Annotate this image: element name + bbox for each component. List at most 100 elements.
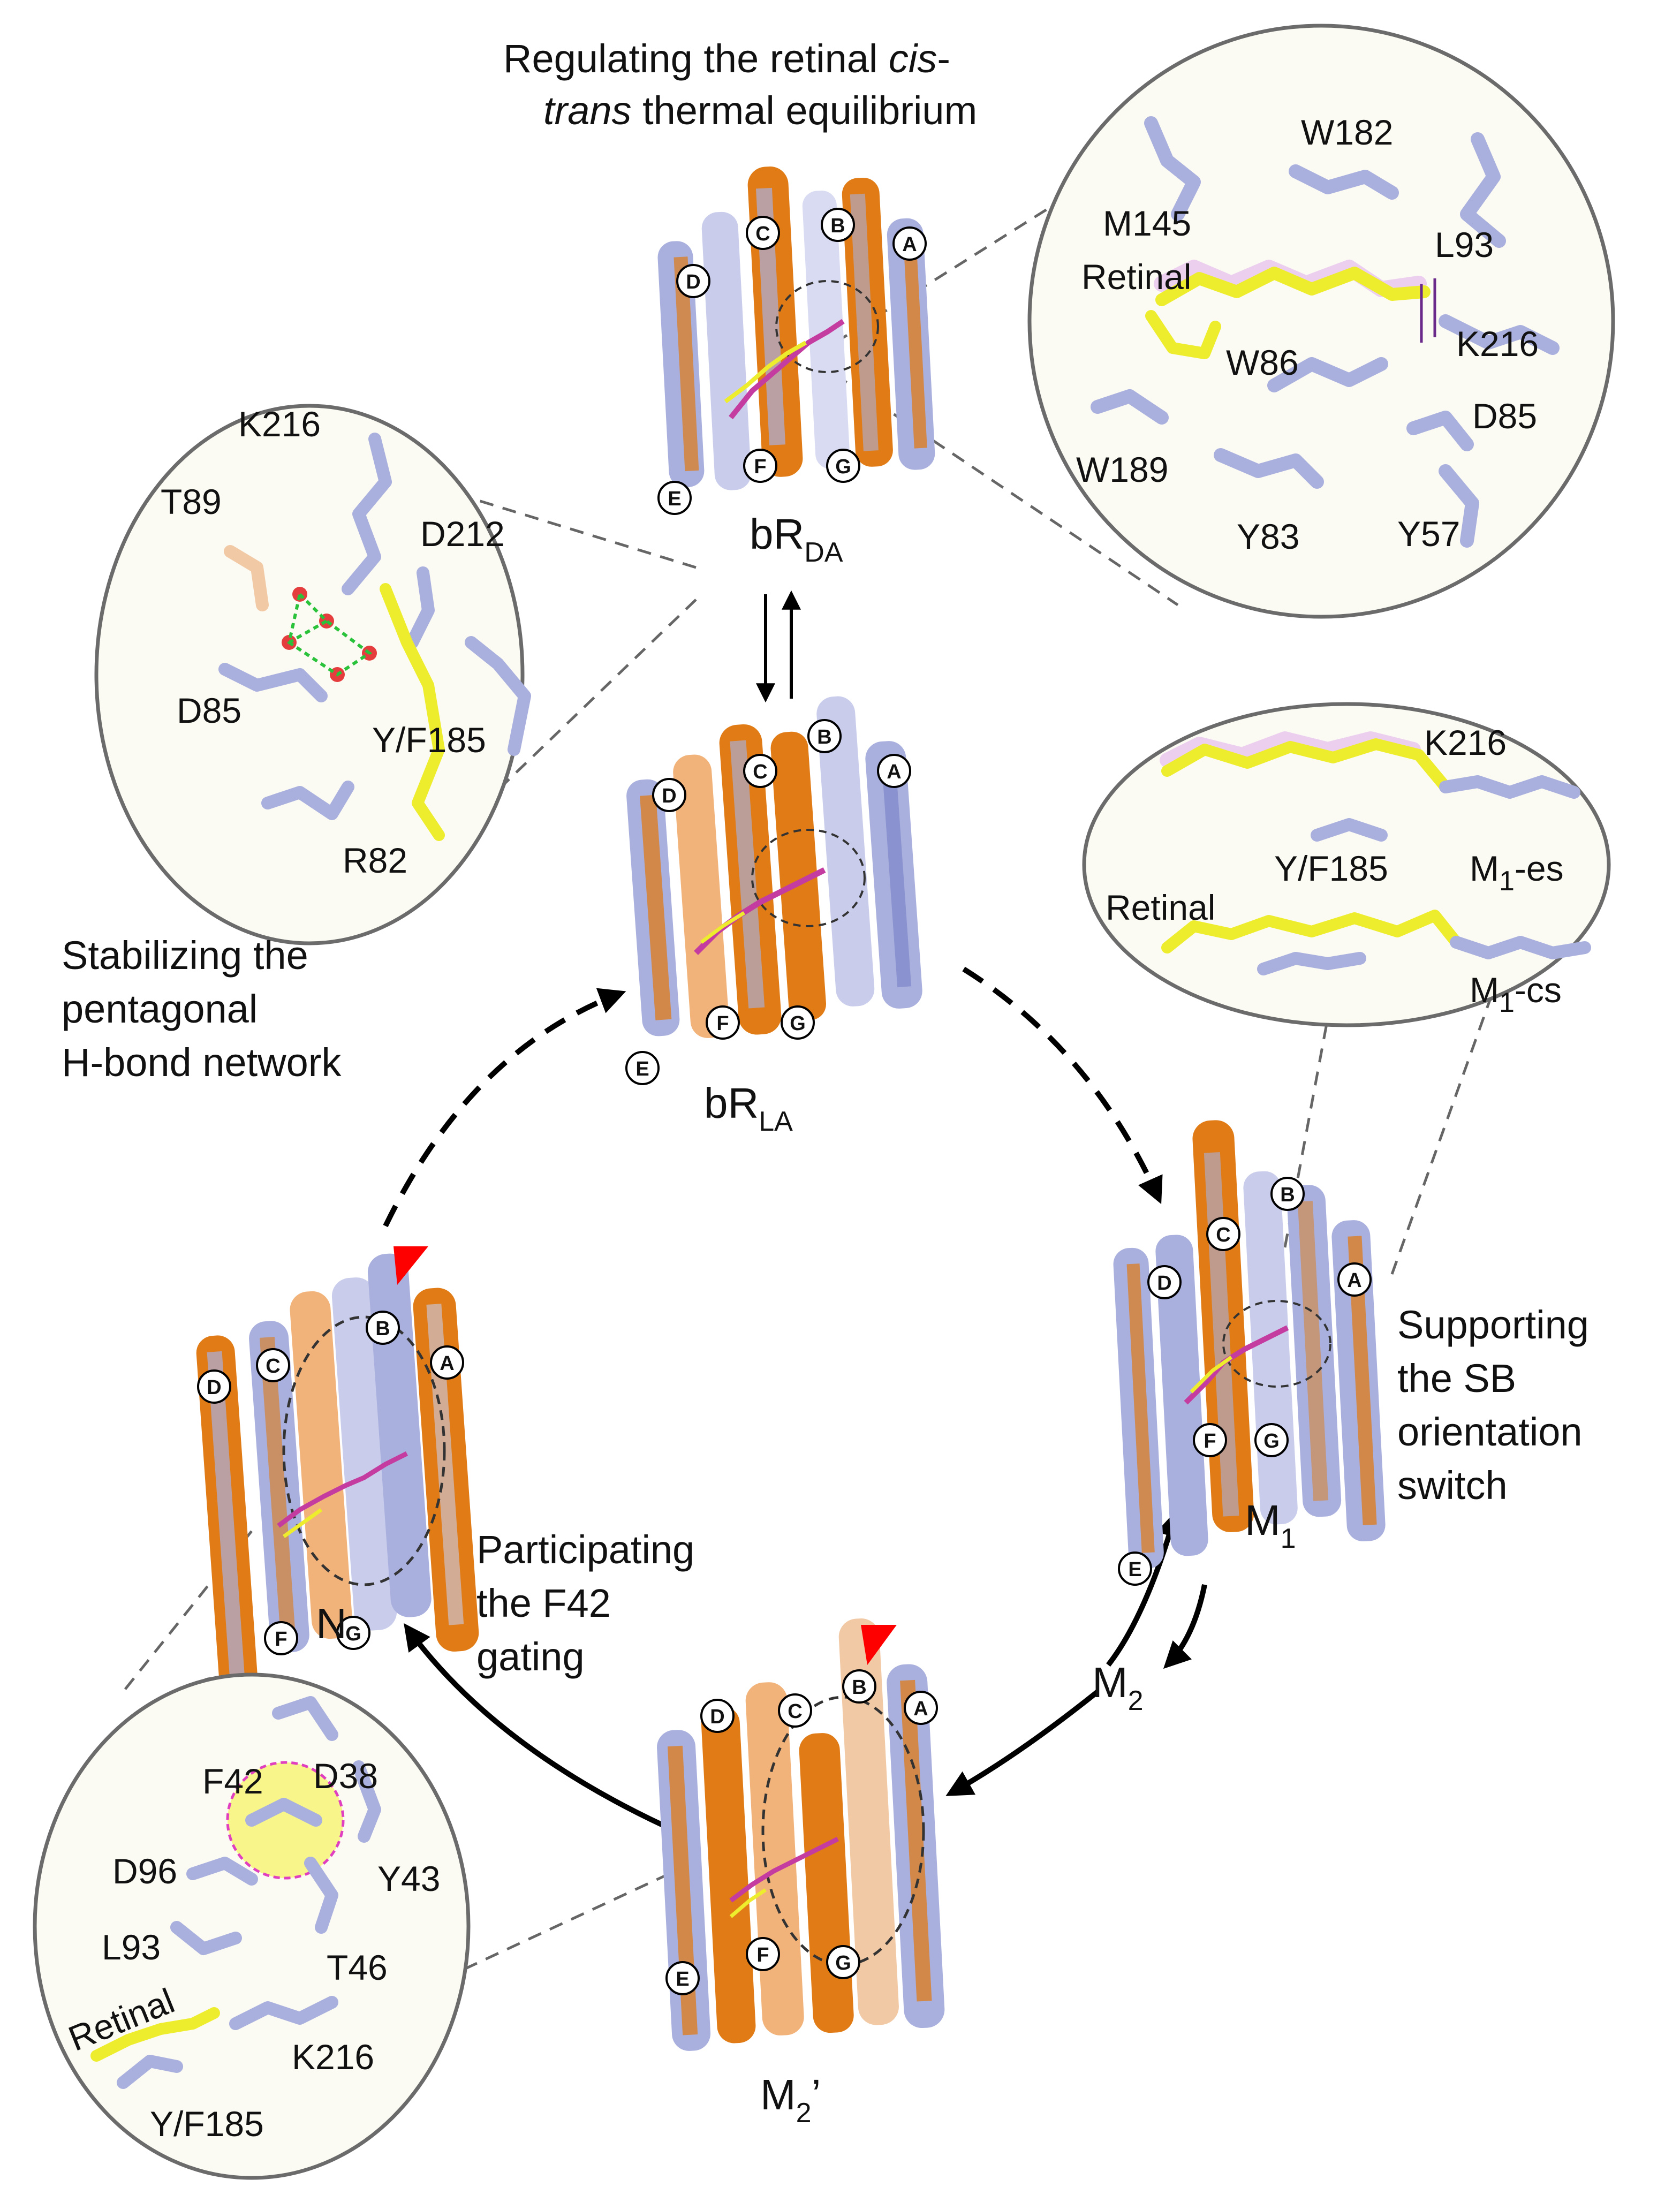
arrow-N-to-bRLA [383, 988, 626, 1228]
inset-top-right-retinal-pocket: W182 M145 L93 Retinal K216 W86 D85 W189 … [1027, 24, 1615, 619]
label-M1-cs: M1-cs [1470, 970, 1562, 1018]
svg-text:G: G [835, 456, 851, 478]
res-M145: M145 [1103, 203, 1191, 243]
f42-highlight-disc [226, 1761, 345, 1880]
helix-label-F [743, 449, 777, 483]
arrow-M1-to-M2 [1163, 1584, 1207, 1669]
svg-text:A: A [902, 233, 917, 256]
res-K216: K216 [1456, 324, 1539, 364]
caption-middle-line2: the F42 [476, 1581, 611, 1625]
res-Y57: Y57 [1397, 514, 1460, 554]
state-label-N: N [316, 1600, 347, 1647]
svg-text:C: C [1216, 1224, 1230, 1246]
structure-M1: A B C D E F G [1113, 1120, 1386, 1586]
arrow-bRLA-to-M1 [962, 966, 1163, 1205]
res-T89: T89 [161, 482, 222, 521]
arrow-M2prime-to-N [404, 1623, 665, 1828]
svg-text:C: C [753, 761, 767, 783]
caption-middle-line3: gating [476, 1634, 585, 1679]
res-YF185: Y/F185 [150, 2104, 264, 2144]
arrow-M2-to-M1 [1106, 1510, 1182, 1667]
state-label-M1: M1 [1245, 1496, 1296, 1554]
structure-bRDA: A B C D E F G [657, 166, 935, 515]
res-Retinal: Retinal [1081, 257, 1191, 297]
equilibrium-arrows [756, 590, 801, 703]
helix-label-D [676, 264, 710, 298]
res-L93: L93 [102, 1927, 161, 1967]
helix-label-A [892, 226, 927, 261]
svg-text:B: B [1280, 1184, 1295, 1206]
svg-text:C: C [755, 223, 770, 245]
red-arrowhead-marker [393, 1246, 428, 1285]
res-F42: F42 [202, 1761, 263, 1801]
caption-top-line1: Regulating the retinal cis- [503, 36, 950, 81]
res-YF185: Y/F185 [372, 720, 486, 760]
svg-text:D: D [686, 271, 700, 293]
svg-text:D: D [662, 785, 676, 807]
svg-text:D: D [710, 1706, 724, 1728]
caption-left-line3: H-bond network [62, 1040, 342, 1085]
caption-middle-line1: Participating [476, 1527, 694, 1572]
state-label-bRLA: bRLA [704, 1079, 793, 1137]
svg-text:A: A [887, 761, 901, 783]
res-W182: W182 [1301, 112, 1393, 152]
caption-right-line1: Supporting [1397, 1303, 1589, 1347]
svg-text:F: F [716, 1012, 729, 1035]
structure-M2prime: A B C D E F G [657, 1618, 945, 2051]
svg-text:D: D [207, 1376, 221, 1399]
caption-right-line3: orientation [1397, 1410, 1583, 1454]
helix-label-C [746, 216, 780, 250]
res-K216: K216 [238, 404, 321, 444]
res-YF185: Y/F185 [1274, 849, 1388, 888]
caption-left-line2: pentagonal [62, 987, 258, 1031]
svg-text:G: G [1263, 1430, 1280, 1452]
res-T46: T46 [327, 1948, 388, 1987]
res-W189: W189 [1076, 450, 1168, 489]
caption-right-line4: switch [1397, 1463, 1508, 1508]
caption-left-line1: Stabilizing the [62, 933, 308, 978]
svg-text:B: B [852, 1676, 866, 1699]
svg-text:E: E [668, 488, 681, 510]
helix-label-G [826, 449, 860, 483]
res-W86: W86 [1226, 343, 1299, 382]
res-R82: R82 [343, 841, 407, 880]
state-label-M2: M2 [1092, 1659, 1144, 1716]
res-Retinal: Retinal [1106, 888, 1215, 927]
res-D96: D96 [112, 1851, 177, 1891]
structure-bRLA: A B C D E F G [625, 696, 922, 1085]
res-D85: D85 [177, 691, 241, 730]
svg-text:B: B [375, 1318, 390, 1340]
svg-text:B: B [830, 215, 845, 237]
caption-right-line2: the SB [1397, 1356, 1516, 1401]
svg-text:A: A [913, 1698, 928, 1720]
helix-label-B [821, 208, 855, 242]
photocycle-arrows [383, 966, 1207, 1828]
svg-text:A: A [1347, 1269, 1361, 1292]
svg-text:F: F [1204, 1430, 1216, 1452]
svg-text:A: A [440, 1352, 454, 1375]
svg-text:G: G [835, 1952, 851, 1974]
inset-left-hbond-network: K216 T89 D212 D85 Y/F185 R82 [94, 404, 531, 945]
svg-text:E: E [1128, 1558, 1141, 1581]
res-K216: K216 [1424, 723, 1507, 762]
arrow-M2-to-M2prime [945, 1690, 1100, 1796]
svg-text:D: D [1157, 1272, 1171, 1295]
svg-text:B: B [817, 726, 831, 748]
svg-text:C: C [788, 1700, 802, 1723]
res-D212: D212 [420, 514, 505, 554]
svg-text:E: E [676, 1968, 689, 1990]
res-K216: K216 [292, 2037, 374, 2077]
svg-text:C: C [266, 1355, 280, 1378]
svg-text:F: F [275, 1628, 287, 1651]
state-label-bRDA: bRDA [750, 510, 843, 568]
state-label-M2prime: M2’ [760, 2071, 821, 2129]
res-D38: D38 [313, 1756, 378, 1796]
caption-top-line2: trans thermal equilibrium [543, 88, 977, 133]
svg-text:F: F [756, 1944, 769, 1966]
label-M1-es: M1-es [1470, 849, 1564, 897]
svg-text:F: F [754, 456, 766, 478]
inset-bottom-left-f42-gating: F42 D38 D96 Y43 L93 T46 Retinal K216 Y/F… [33, 1672, 471, 2180]
res-Y43: Y43 [377, 1859, 440, 1898]
svg-text:E: E [635, 1058, 649, 1080]
